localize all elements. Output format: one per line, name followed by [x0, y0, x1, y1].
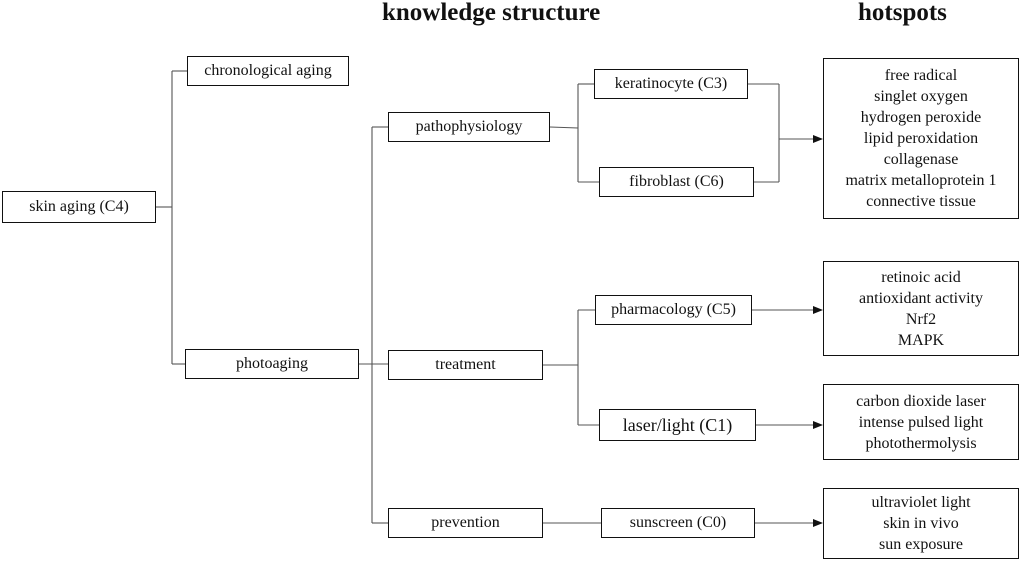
hotspot-term: hydrogen peroxide — [860, 109, 982, 126]
hotspot-term: sun exposure — [879, 536, 963, 553]
hotspots-pathophysiology: free radical singlet oxygen hydrogen per… — [823, 58, 1019, 219]
arrow-head — [813, 306, 823, 314]
hotspots-laser-light: carbon dioxide laser intense pulsed ligh… — [823, 384, 1019, 460]
hotspot-term: carbon dioxide laser — [856, 392, 986, 410]
hotspot-term: lipid peroxidation — [863, 130, 979, 147]
arrow-head — [813, 421, 823, 429]
hotspot-term: retinoic acid — [881, 268, 961, 286]
hotspot-term: matrix metalloprotein 1 — [845, 172, 997, 189]
hotspot-term: singlet oxygen — [874, 88, 968, 105]
hotspot-term: antioxidant activity — [859, 289, 983, 307]
node-pharmacology: pharmacology (C5) — [595, 295, 752, 325]
node-prevention: prevention — [388, 508, 543, 538]
node-fibroblast: fibroblast (C6) — [599, 167, 754, 197]
node-laser-light: laser/light (C1) — [599, 409, 756, 441]
arrow-head — [813, 519, 823, 527]
node-chronological-aging: chronological aging — [187, 56, 349, 86]
hotspots-heading: hotspots — [858, 0, 947, 26]
knowledge-structure-heading: knowledge structure — [382, 0, 601, 26]
hotspot-term: connective tissue — [866, 193, 976, 210]
hotspots-sunscreen: ultraviolet light skin in vivo sun expos… — [823, 488, 1019, 559]
node-keratinocyte: keratinocyte (C3) — [594, 69, 748, 99]
hotspot-term: free radical — [884, 67, 958, 84]
node-skin-aging: skin aging (C4) — [2, 191, 156, 223]
node-pathophysiology: pathophysiology — [388, 112, 550, 142]
hotspot-term: skin in vivo — [883, 515, 959, 532]
hotspots-pharmacology: retinoic acid antioxidant activity Nrf2 … — [823, 261, 1019, 356]
node-treatment: treatment — [388, 350, 543, 380]
node-sunscreen: sunscreen (C0) — [601, 508, 755, 538]
hotspot-term: intense pulsed light — [858, 413, 984, 431]
hotspot-term: MAPK — [897, 331, 945, 349]
hotspot-term: ultraviolet light — [871, 494, 971, 511]
hotspot-term: collagenase — [883, 151, 959, 168]
hotspot-term: Nrf2 — [905, 310, 937, 328]
node-photoaging: photoaging — [185, 349, 359, 379]
arrow-head — [813, 135, 823, 143]
hotspot-term: photothermolysis — [865, 434, 977, 452]
